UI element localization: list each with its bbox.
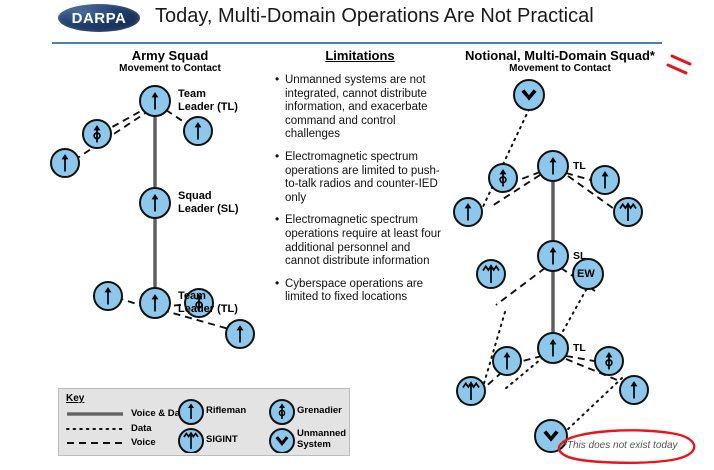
- notional-node-grenadier-upper: [488, 163, 518, 193]
- sigint-icon: [178, 428, 204, 453]
- notional-squad-heading: Notional, Multi-Domain Squad* Movement t…: [440, 48, 680, 75]
- label-line: Squad: [178, 190, 212, 202]
- army-node-rifleman-upper-right: [183, 116, 213, 146]
- notional-squad-diagram: [453, 79, 649, 453]
- notional-node-rifleman-upper-left: [453, 197, 483, 227]
- limitations-list: Unmanned systems are not integrated, can…: [275, 73, 443, 314]
- legend-label-voice-data: Voice & Data: [131, 408, 189, 419]
- army-squad-subtitle: Movement to Contact: [119, 63, 221, 74]
- notional-squad-title: Notional, Multi-Domain Squad*: [465, 48, 655, 63]
- label-squad-leader: Squad Leader (SL): [178, 190, 239, 216]
- label-team-leader-top: Team Leader (TL): [178, 88, 238, 114]
- limitation-item: Electromagnetic spectrum operations requ…: [275, 213, 443, 268]
- legend-line-swatches: [66, 412, 124, 444]
- grenadier-icon: [269, 399, 295, 425]
- army-node-rifleman-lower-left: [93, 281, 123, 311]
- notional-node-grenadier-lower: [594, 346, 624, 376]
- label-line: Team: [178, 88, 206, 100]
- label-tl-top: TL: [573, 160, 586, 172]
- notional-node-tl-bottom: [537, 332, 569, 364]
- notional-voice-links-top: [491, 171, 618, 212]
- page-title: Today, Multi-Domain Operations Are Not P…: [155, 5, 594, 27]
- label-ew: EW: [577, 268, 595, 280]
- notional-voice-links-bottom: [481, 355, 623, 391]
- footnote-text: *This does not exist today: [563, 440, 678, 451]
- legend-label-unmanned-system: Unmanned System: [297, 428, 347, 450]
- legend-label-data: Data: [131, 423, 152, 434]
- army-node-sl: [139, 187, 171, 219]
- notional-node-rifleman-lower-left: [492, 346, 522, 376]
- notional-node-sl: [537, 240, 569, 272]
- army-node-rifleman-lower-right: [225, 319, 255, 349]
- label-line: Leader (TL): [178, 303, 238, 315]
- limitations-heading: Limitations: [325, 48, 395, 63]
- darpa-logo-text: DARPA: [71, 9, 127, 27]
- legend-label-rifleman: Rifleman: [206, 405, 247, 416]
- notional-node-tl-top: [537, 150, 569, 182]
- limitation-item: Cyberspace operations are limited to fix…: [275, 277, 443, 305]
- legend-title: Key: [66, 393, 85, 404]
- legend-key-box: Key Voice & Data Data Voice: [58, 388, 350, 456]
- notional-node-sigint-lower: [456, 376, 486, 406]
- limitation-item: Unmanned systems are not integrated, can…: [275, 73, 443, 142]
- legend-icon-swatches: [178, 399, 295, 453]
- notional-node-sigint-mid: [476, 259, 506, 289]
- label-line: Team: [178, 290, 206, 302]
- darpa-logo: DARPA: [58, 4, 140, 32]
- army-node-tl-top: [139, 85, 171, 117]
- legend-label-grenadier: Grenadier: [297, 405, 342, 416]
- legend-label-voice: Voice: [131, 437, 156, 448]
- army-node-grenadier-upper: [82, 119, 112, 149]
- limitation-item: Electromagnetic spectrum operations are …: [275, 150, 443, 205]
- army-voice-links-top: [72, 105, 197, 162]
- label-sl: SL: [573, 250, 587, 262]
- unmanned-system-icon: [269, 428, 295, 453]
- notional-node-rifleman-upper-right: [590, 165, 620, 195]
- army-squad-heading: Army Squad Movement to Contact: [80, 48, 260, 75]
- label-tl-bottom: TL: [573, 342, 586, 354]
- label-team-leader-bottom: Team Leader (TL): [178, 290, 238, 316]
- slide-header: DARPA Today, Multi-Domain Operations Are…: [0, 0, 714, 44]
- notional-data-links: [479, 102, 623, 431]
- notional-node-unmanned-top: [513, 79, 545, 111]
- army-node-tl-bottom: [139, 287, 171, 319]
- notional-squad-subtitle: Movement to Contact: [509, 63, 611, 74]
- notional-node-rifleman-lower-right: [619, 375, 649, 405]
- legend-label-sigint: SIGINT: [206, 434, 238, 445]
- label-line: Leader (TL): [178, 101, 238, 113]
- army-node-rifleman-upper-left: [50, 148, 80, 178]
- notional-node-sigint-upper: [613, 197, 643, 227]
- army-squad-title: Army Squad: [131, 48, 209, 63]
- rifleman-icon: [178, 399, 204, 425]
- label-line: Leader (SL): [178, 203, 239, 215]
- header-divider: [52, 42, 662, 44]
